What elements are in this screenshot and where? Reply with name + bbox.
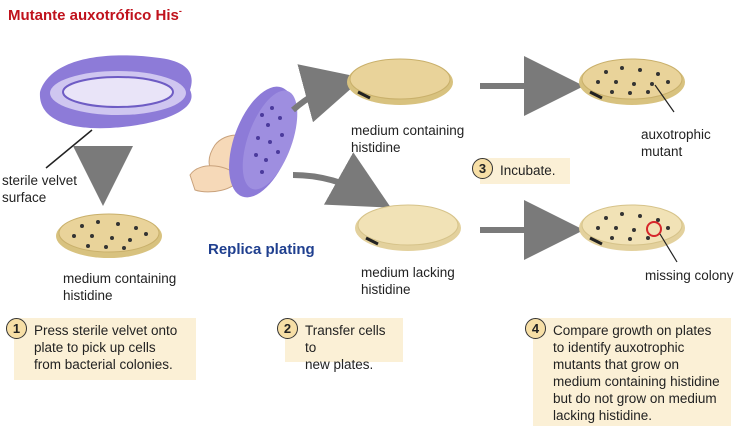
step-2-line: new plates. bbox=[305, 357, 374, 372]
step-4-line: medium containing histidine bbox=[553, 374, 720, 389]
step-1-line: from bacterial colonies. bbox=[34, 357, 173, 372]
missing-colony-marker bbox=[646, 221, 662, 237]
step-4-line: to identify auxotrophic bbox=[553, 340, 685, 355]
step-4-line: Compare growth on plates bbox=[553, 323, 712, 338]
page-title: Mutante auxotrófico His- bbox=[8, 6, 182, 24]
auxotrophic-pointer bbox=[654, 84, 675, 113]
plate-bottom-mid-icon bbox=[355, 204, 461, 251]
plate-bottom-right-icon bbox=[579, 204, 685, 251]
step-2-line: Transfer cells to bbox=[305, 323, 386, 355]
step-3-line: Incubate. bbox=[500, 163, 556, 178]
step-1-line: plate to pick up cells bbox=[34, 340, 156, 355]
arrow-to-top-plate bbox=[291, 64, 364, 123]
step-4-box: 4 Compare growth on plates to identify a… bbox=[525, 318, 731, 426]
step-3-number: 3 bbox=[472, 158, 493, 179]
step-4-line: but do not grow on medium bbox=[553, 391, 717, 406]
step-1-line: Press sterile velvet onto bbox=[34, 323, 178, 338]
step-2-number: 2 bbox=[277, 318, 298, 339]
plate-bottom-left-icon bbox=[56, 213, 162, 258]
step-4-line: mutants that grow on bbox=[553, 357, 680, 372]
plate-top-right-icon bbox=[579, 58, 685, 105]
velvet-block-icon bbox=[39, 55, 192, 129]
step-3-box: 3 Incubate. bbox=[472, 158, 570, 184]
velvet-pointer bbox=[45, 129, 93, 169]
hand-velvet-icon bbox=[189, 86, 298, 198]
step-2-box: 2 Transfer cells to new plates. bbox=[277, 318, 403, 372]
step-4-line: lacking histidine. bbox=[553, 408, 653, 423]
missing-colony-pointer bbox=[659, 233, 678, 263]
step-1-number: 1 bbox=[6, 318, 27, 339]
arrow-to-bottom-plate bbox=[292, 152, 391, 208]
step-4-number: 4 bbox=[525, 318, 546, 339]
plate-top-mid-icon bbox=[347, 58, 453, 105]
step-1-box: 1 Press sterile velvet onto plate to pic… bbox=[6, 318, 196, 380]
replica-plating-title: Replica plating bbox=[208, 241, 315, 258]
label-missing-colony: missing colony bbox=[645, 268, 734, 283]
